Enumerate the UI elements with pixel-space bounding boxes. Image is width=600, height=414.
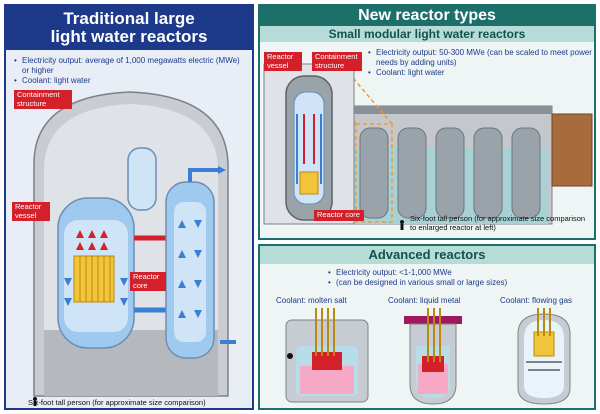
traditional-coolant-bullet: Coolant: light water — [14, 76, 246, 86]
traditional-reactor-panel: Traditional large light water reactors E… — [4, 4, 254, 410]
molten-salt-reactor — [285, 308, 369, 403]
enlarged-hot-flow — [303, 114, 315, 164]
hot-flow-arrows — [76, 230, 108, 250]
coolant-flowing-gas-label: Coolant: flowing gas — [500, 296, 573, 305]
advanced-reactors-title: Advanced reactors — [260, 246, 594, 264]
smr-panel: New reactor types Small modular light wa… — [258, 4, 596, 240]
containment-structure-tag: Containment structure — [14, 90, 72, 109]
steam-line — [188, 168, 220, 182]
cold-flow-arrows — [64, 278, 128, 306]
smr-illustration — [263, 63, 593, 230]
advanced-output-bullet: Electricity output: <1-1,000 MWe — [328, 268, 590, 278]
traditional-title-line2: light water reactors — [50, 27, 208, 46]
traditional-output-bullet: Electricity output: average of 1,000 meg… — [14, 56, 246, 76]
reactor-modules — [359, 127, 541, 219]
smr-subtitle: Small modular light water reactors — [260, 26, 594, 42]
smr-bullets: Electricity output: 50-300 MWe (can be s… — [368, 48, 592, 78]
enlarged-reactor-core — [299, 171, 319, 195]
new-reactor-types-title: New reactor types — [260, 6, 594, 26]
reactor-core — [73, 255, 115, 303]
advanced-reactors-panel: Advanced reactors Electricity output: <1… — [258, 244, 596, 410]
smr-person-icon — [400, 220, 404, 230]
building-roof — [348, 106, 552, 114]
steam-generator-arrows — [178, 220, 202, 318]
reactor-vessel-tag: Reactor vessel — [12, 202, 50, 221]
enlarged-cold-flow — [296, 114, 322, 184]
smr-output-bullet: Electricity output: 50-300 MWe (can be s… — [368, 48, 592, 68]
adjacent-building — [551, 113, 593, 187]
advanced-reactors-illustration — [285, 308, 571, 405]
advanced-sizes-note: (can be designed in various small or lar… — [328, 278, 590, 288]
traditional-bullets: Electricity output: average of 1,000 meg… — [14, 56, 246, 86]
pressurizer — [127, 147, 157, 211]
traditional-reactor-illustration — [33, 91, 236, 406]
flowing-gas-reactor — [517, 308, 571, 405]
traditional-title-line1: Traditional large — [63, 9, 195, 28]
smr-containment-tag: Containment structure — [312, 52, 362, 71]
coolant-molten-salt-label: Coolant: molten salt — [276, 296, 347, 305]
liquid-metal-reactor — [404, 308, 462, 405]
steam-generator-interior — [174, 202, 206, 342]
fuel-rods — [79, 256, 111, 302]
person-icon — [33, 397, 37, 406]
smr-reactor-vessel-tag: Reactor vessel — [264, 52, 302, 71]
smr-reactor-core-tag: Reactor core — [314, 210, 364, 221]
highlighted-module-outline — [355, 123, 393, 223]
traditional-panel-header: Traditional large light water reactors — [6, 6, 252, 50]
coolant-liquid-metal-label: Coolant: liquid metal — [388, 296, 461, 305]
reactor-core-tag: Reactor core — [130, 272, 166, 291]
steam-line-arrow — [218, 166, 226, 174]
smr-person-note: Six-foot tall person (for approximate si… — [410, 214, 586, 232]
traditional-person-note: Six-foot tall person (for approximate si… — [28, 398, 206, 407]
advanced-bullets: Electricity output: <1-1,000 MWe (can be… — [328, 268, 590, 288]
smr-coolant-bullet: Coolant: light water — [368, 68, 592, 78]
